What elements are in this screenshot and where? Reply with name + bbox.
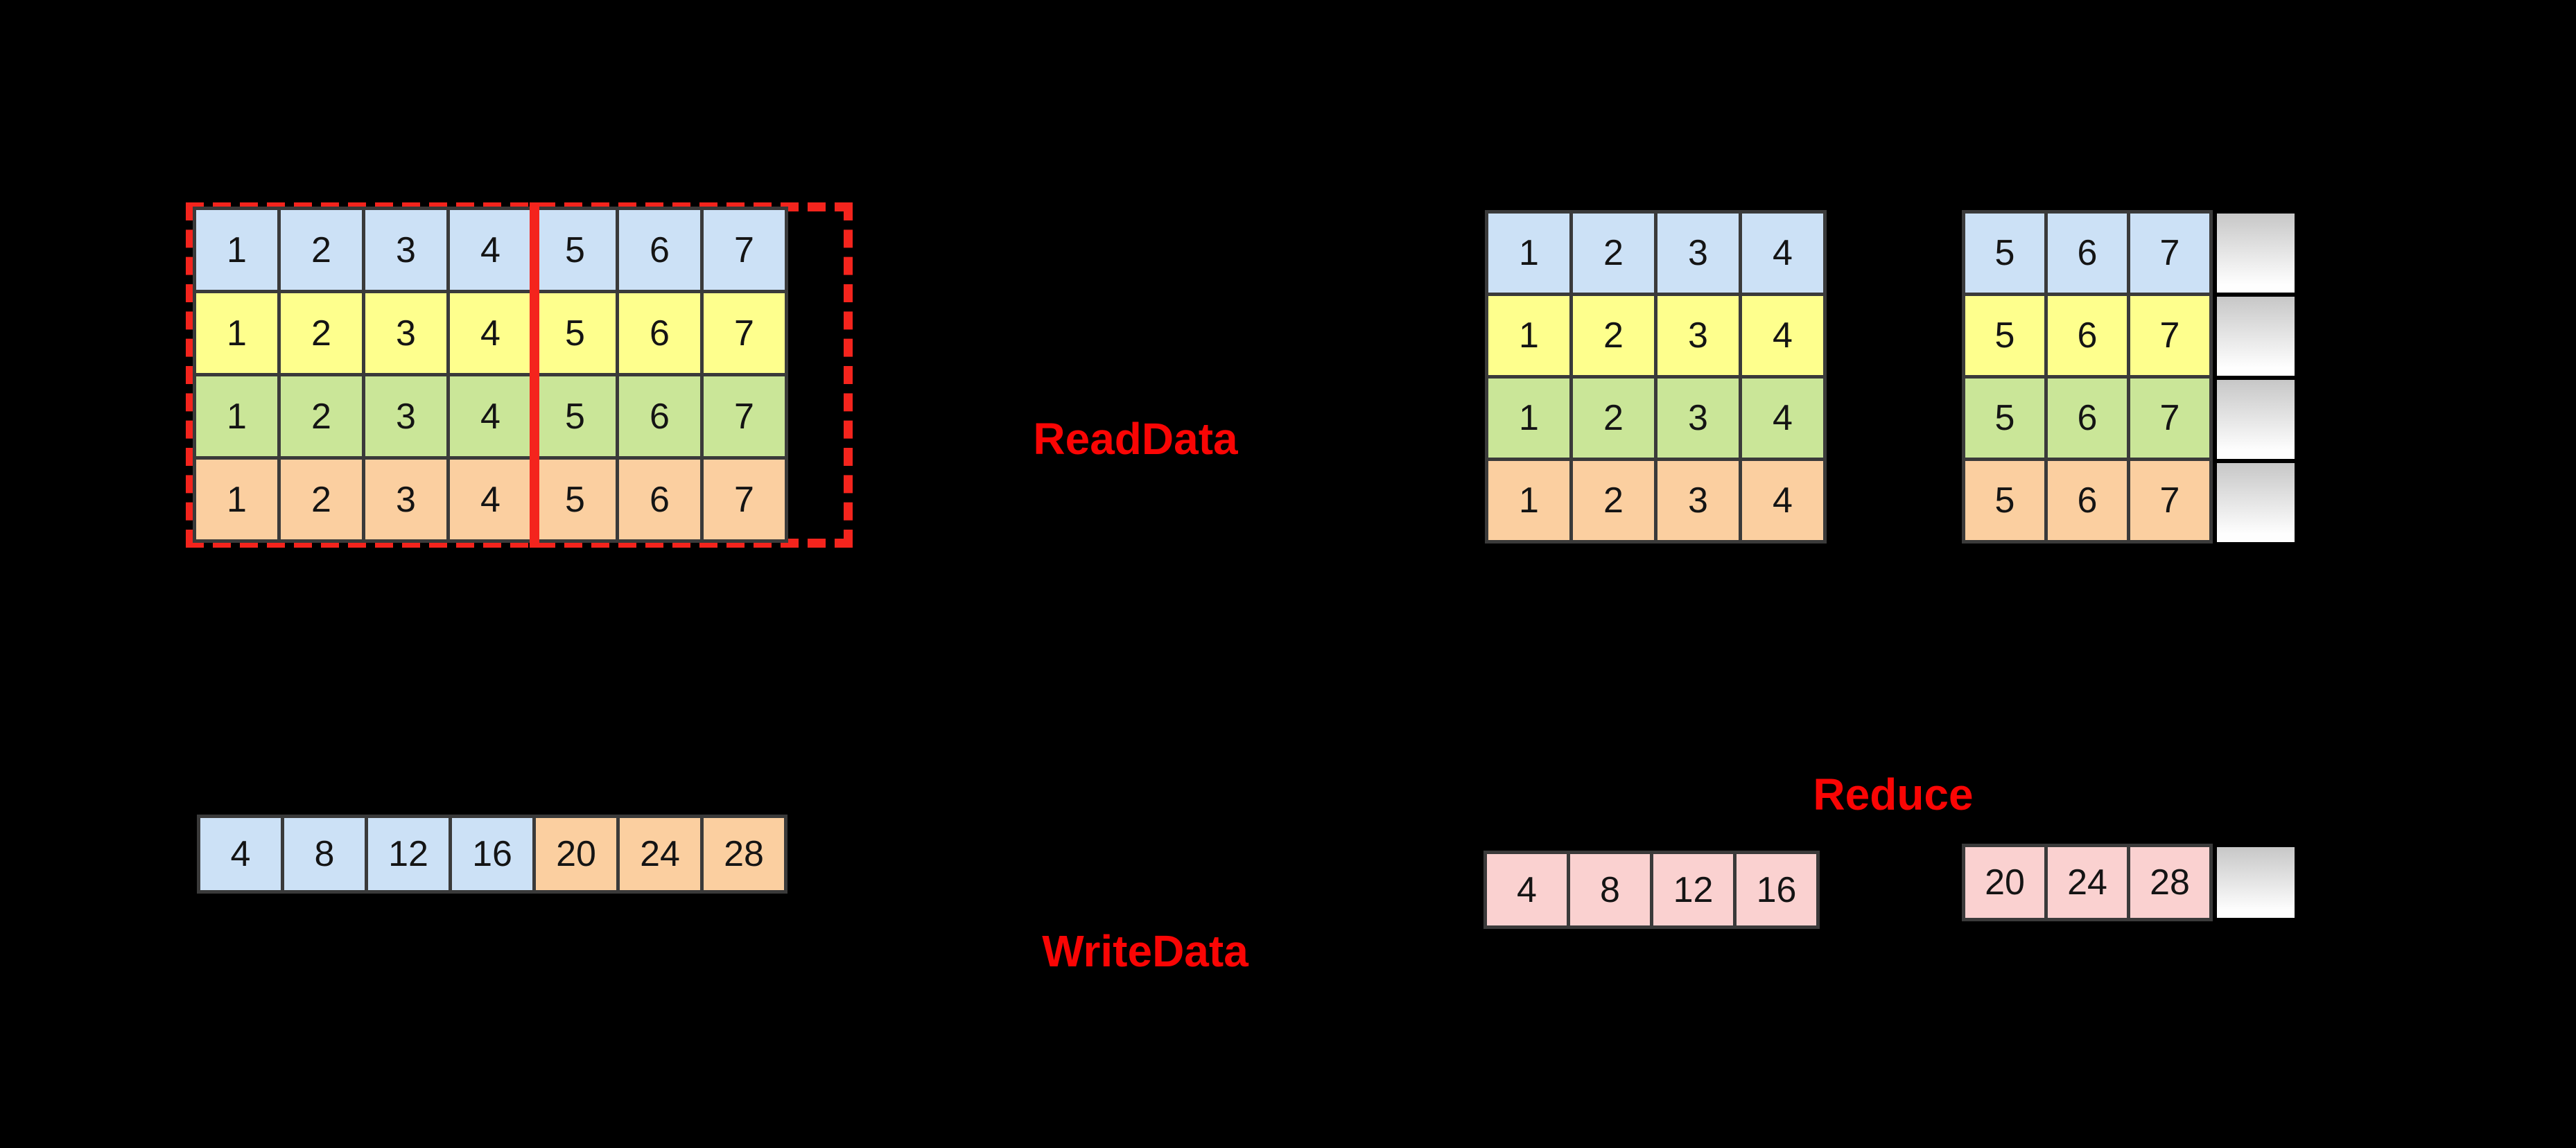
matrix-cell: 6 <box>619 460 700 539</box>
matrix-cell: 24 <box>2048 847 2127 918</box>
matrix-cell: 6 <box>619 293 700 373</box>
matrix-cell: 2 <box>281 210 362 290</box>
matrix-cell: 4 <box>450 293 531 373</box>
matrix-cell: 7 <box>704 376 785 456</box>
matrix-cell: 6 <box>2048 214 2127 293</box>
matrix-cell: 28 <box>2130 847 2209 918</box>
matrix-cell: 7 <box>2130 296 2209 375</box>
matrix-cell: 4 <box>1742 296 1823 375</box>
matrix-cell: 2 <box>281 376 362 456</box>
reduce-label: Reduce <box>1813 769 1974 819</box>
matrix-cell: 6 <box>619 376 700 456</box>
matrix-cell: 1 <box>196 293 277 373</box>
matrix-cell: 5 <box>534 293 616 373</box>
ghost-padding-cell <box>2217 463 2295 542</box>
reduce-array-ghost-padding-cell <box>2217 847 2295 918</box>
matrix-cell: 16 <box>1737 854 1816 925</box>
matrix-cell: 2 <box>281 460 362 539</box>
matrix-cell: 3 <box>1657 461 1739 540</box>
matrix-cell: 4 <box>200 818 281 890</box>
matrix-cell: 7 <box>2130 214 2209 293</box>
matrix-cell: 3 <box>1657 214 1739 293</box>
matrix-cell: 5 <box>1965 379 2044 458</box>
matrix-cell: 7 <box>2130 461 2209 540</box>
readdata-label: ReadData <box>1033 414 1238 464</box>
matrix-cell: 5 <box>1965 296 2044 375</box>
matrix-cell: 5 <box>1965 214 2044 293</box>
matrix-cell: 1 <box>196 376 277 456</box>
matrix-cell: 4 <box>1742 214 1823 293</box>
matrix-cell: 4 <box>450 210 531 290</box>
matrix-cell: 3 <box>365 293 446 373</box>
matrix-cell: 4 <box>1742 379 1823 458</box>
matrix-cell: 1 <box>196 460 277 539</box>
matrix-cell: 5 <box>534 460 616 539</box>
matrix-cell: 8 <box>284 818 365 890</box>
matrix-cell: 16 <box>452 818 532 890</box>
matrix-cell: 3 <box>1657 296 1739 375</box>
matrix-cell: 12 <box>1653 854 1733 925</box>
matrix-cell: 6 <box>2048 461 2127 540</box>
matrix-cell: 3 <box>365 210 446 290</box>
matrix-cell: 1 <box>1488 379 1569 458</box>
matrix-cell: 7 <box>704 460 785 539</box>
matrix-cell: 5 <box>534 210 616 290</box>
matrix-cell: 2 <box>1573 461 1654 540</box>
column-split-line <box>530 202 539 548</box>
matrix-cell: 3 <box>365 376 446 456</box>
matrix-cell: 1 <box>196 210 277 290</box>
matrix-cell: 4 <box>450 376 531 456</box>
ghost-padding-cell <box>2217 297 2295 376</box>
matrix-cell: 4 <box>450 460 531 539</box>
ghost-padding-cell <box>2217 847 2295 918</box>
matrix-cell: 20 <box>536 818 616 890</box>
matrix-cell: 7 <box>704 210 785 290</box>
matrix-cell: 4 <box>1487 854 1567 925</box>
matrix-cell: 20 <box>1965 847 2044 918</box>
matrix-cell: 7 <box>2130 379 2209 458</box>
matrix-cell: 4 <box>1742 461 1823 540</box>
matrix-cell: 6 <box>619 210 700 290</box>
writedata-label: WriteData <box>1042 926 1248 976</box>
matrix-cell: 2 <box>1573 214 1654 293</box>
matrix-cell: 5 <box>1965 461 2044 540</box>
matrix-cell: 12 <box>368 818 449 890</box>
matrix-cell: 2 <box>1573 296 1654 375</box>
ghost-padding-cell <box>2217 214 2295 293</box>
matrix-cell: 24 <box>620 818 700 890</box>
read-matrix-ghost-padding-column <box>2217 214 2295 542</box>
matrix-cell: 2 <box>1573 379 1654 458</box>
matrix-cell: 5 <box>534 376 616 456</box>
matrix-cell: 2 <box>281 293 362 373</box>
matrix-cell: 3 <box>1657 379 1739 458</box>
matrix-cell: 3 <box>365 460 446 539</box>
matrix-cell: 7 <box>704 293 785 373</box>
matrix-cell: 8 <box>1570 854 1650 925</box>
matrix-cell: 1 <box>1488 461 1569 540</box>
matrix-cell: 6 <box>2048 296 2127 375</box>
matrix-cell: 1 <box>1488 296 1569 375</box>
matrix-cell: 28 <box>704 818 784 890</box>
matrix-cell: 6 <box>2048 379 2127 458</box>
matrix-cell: 1 <box>1488 214 1569 293</box>
ghost-padding-cell <box>2217 380 2295 459</box>
